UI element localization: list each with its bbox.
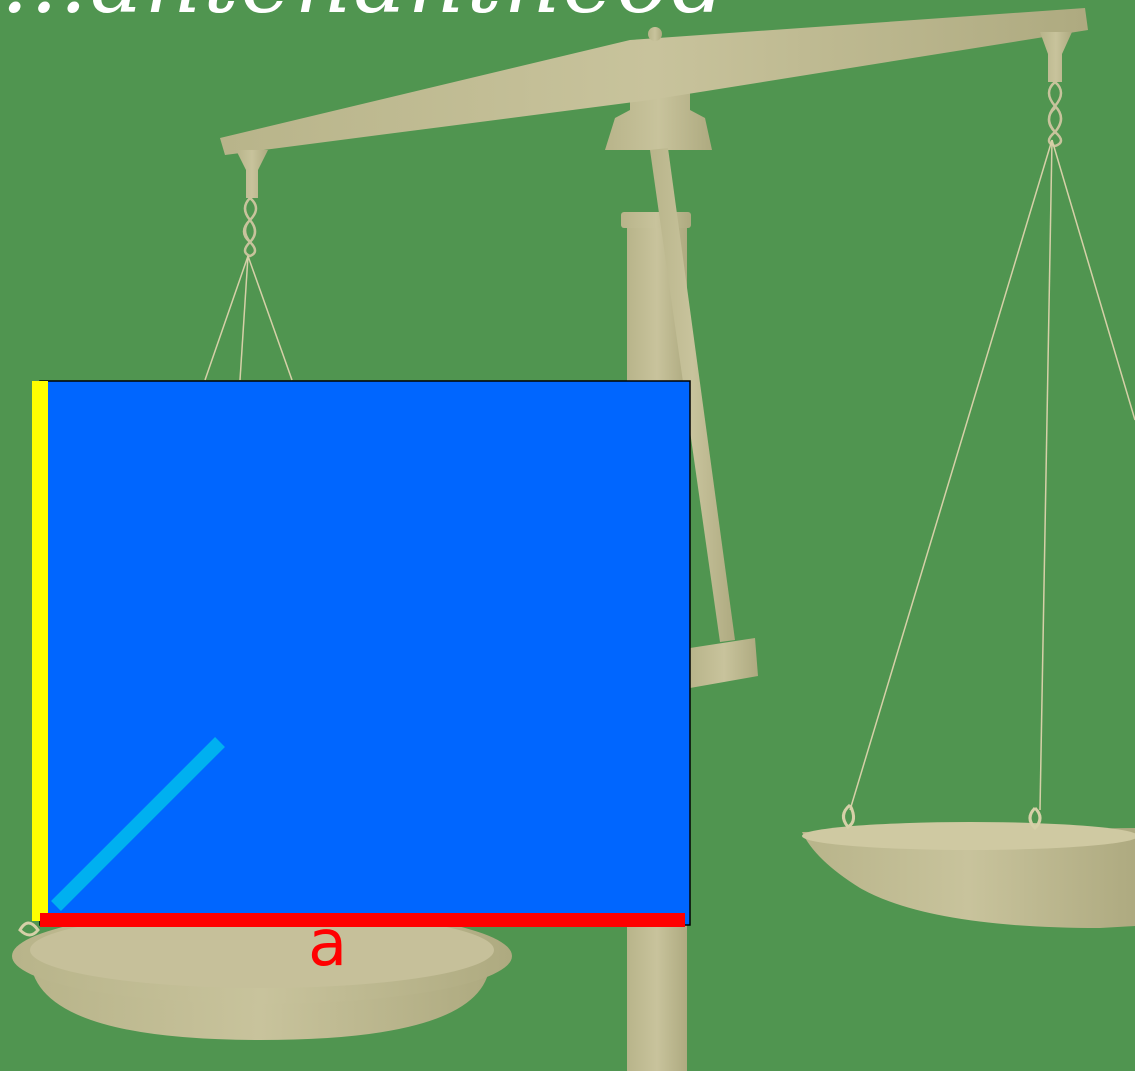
blue-square [39, 380, 691, 926]
left-edge-yellow [32, 381, 48, 921]
right-pan-bowl [802, 828, 1135, 928]
right-string-2 [1039, 139, 1053, 811]
left-chain-links [242, 196, 258, 258]
balance-scale-illustration [220, 8, 1088, 1071]
side-label-a: a [308, 907, 348, 981]
right-pan [802, 803, 1135, 928]
right-string-1 [849, 139, 1053, 811]
right-pan-rim [802, 822, 1135, 850]
left-string-3 [247, 255, 293, 381]
right-string-3 [1051, 139, 1135, 421]
left-hanger [236, 150, 268, 198]
diagonal-segment [51, 737, 225, 911]
scale-counterweight [690, 638, 758, 688]
scale-pivot [605, 92, 712, 150]
left-string-2 [239, 255, 249, 381]
right-chain-links [1047, 80, 1063, 148]
scale-beam-knob [648, 27, 662, 41]
scale-strings [204, 139, 1135, 811]
left-pan-ring [18, 921, 40, 937]
scale-pointer [650, 148, 735, 642]
bottom-edge-red [40, 913, 685, 927]
right-pan-ring-2 [1028, 806, 1042, 831]
right-hanger [1040, 32, 1072, 82]
scale-beam [220, 8, 1088, 155]
scale-post-collar [621, 212, 691, 228]
right-pan-ring-1 [842, 803, 855, 829]
left-string-1 [204, 255, 249, 381]
scale-chains [242, 80, 1063, 258]
left-pan [12, 908, 512, 1040]
left-pan-inner [30, 912, 494, 988]
slide-title: …antenantneod [0, 0, 730, 33]
square-figure [32, 380, 691, 927]
